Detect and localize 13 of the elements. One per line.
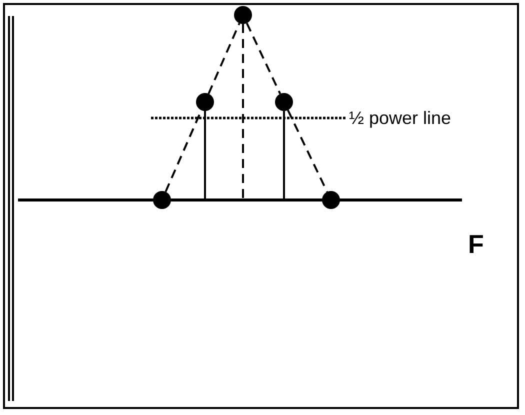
vertical-line — [204, 111, 206, 198]
data-point — [234, 6, 252, 24]
vertical-line — [283, 111, 285, 198]
data-point — [196, 93, 214, 111]
dashed-line — [242, 24, 244, 198]
axis-label: F — [468, 229, 484, 260]
data-point — [275, 93, 293, 111]
dashed-line — [208, 22, 240, 94]
line-label: ½ power line — [349, 108, 452, 129]
data-point — [153, 191, 171, 209]
dashed-line — [286, 110, 328, 192]
data-point — [322, 191, 340, 209]
dashed-line — [246, 22, 282, 94]
